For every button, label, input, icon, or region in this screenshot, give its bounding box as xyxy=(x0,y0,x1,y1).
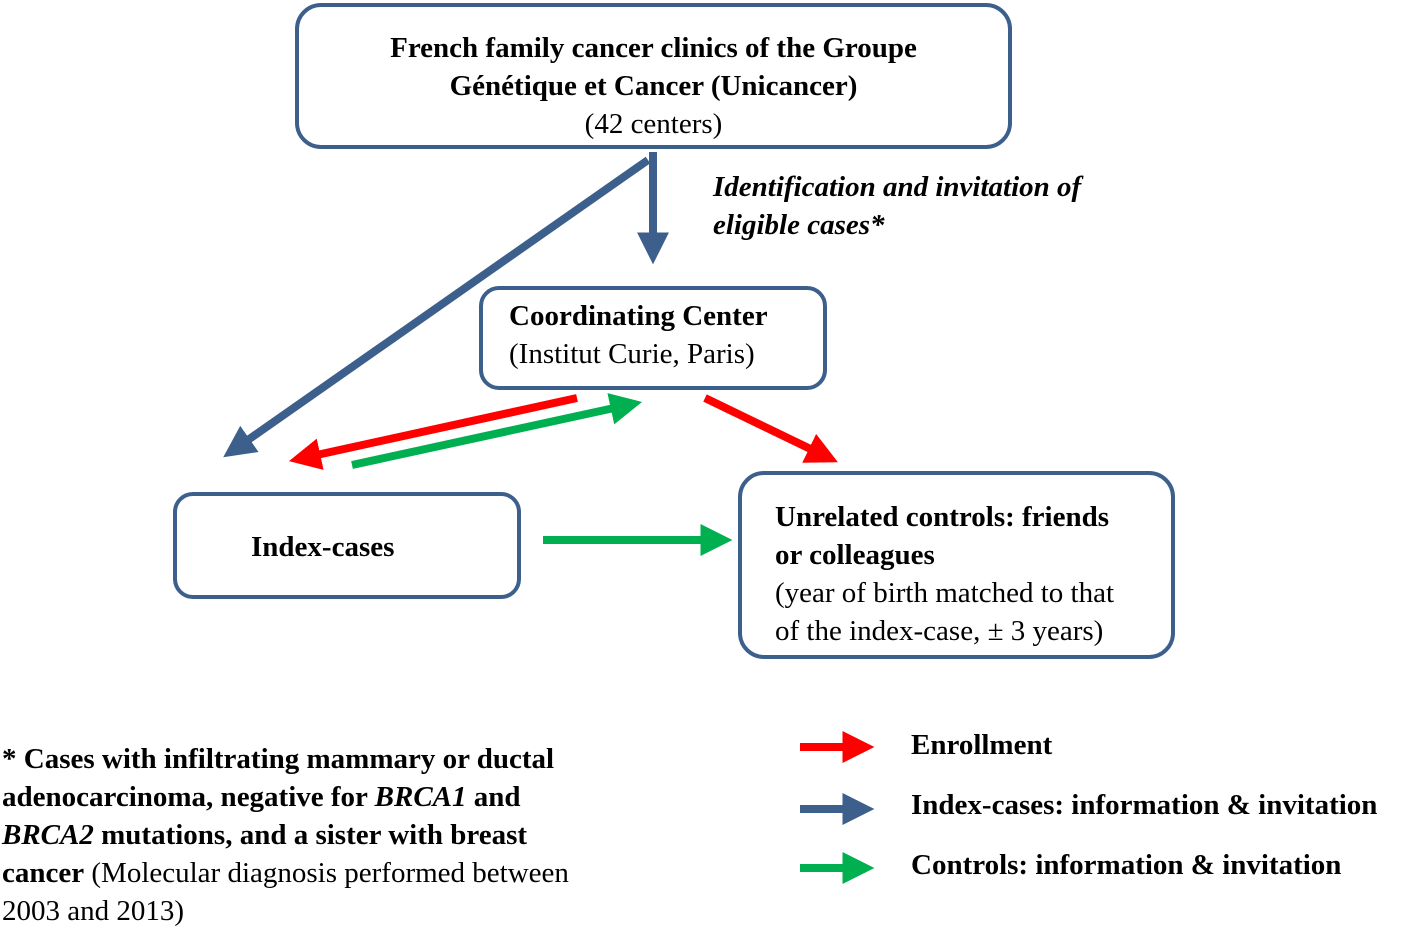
index-cases-box xyxy=(173,492,521,599)
top-box-line1: French family cancer clinics of the Grou… xyxy=(390,32,917,64)
footnote-line4a: cancer xyxy=(2,857,85,889)
coordinating-center-title: Coordinating Center xyxy=(509,300,768,332)
identification-line2: eligible cases* xyxy=(713,209,885,241)
footnote-line4: cancer (Molecular diagnosis performed be… xyxy=(2,854,569,892)
footnote-line3: BRCA2 mutations, and a sister with breas… xyxy=(2,816,527,854)
controls-box xyxy=(738,471,1175,659)
controls-line2: or colleagues xyxy=(775,539,935,571)
index-cases-label: Index-cases xyxy=(251,531,395,563)
controls-line1: Unrelated controls: friends xyxy=(775,501,1110,533)
footnote-line3b: mutations, and a sister with breast xyxy=(93,819,528,851)
top-box-line3: (42 centers) xyxy=(584,108,723,140)
coordinating-center-box xyxy=(479,286,827,390)
footnote-brca1: BRCA1 xyxy=(374,781,467,813)
footnote-brca2: BRCA2 xyxy=(2,819,94,851)
legend-label-controls: Controls: information & invitation xyxy=(911,849,1342,881)
arrow-coord-to-controls-enrollment xyxy=(703,394,838,463)
footnote-line2a: adenocarcinoma, negative for xyxy=(2,781,375,813)
arrow-index-to-coord-controls xyxy=(351,393,643,469)
top-box xyxy=(295,3,1012,149)
footnote-line2c: and xyxy=(466,781,521,813)
top-box-line2: Génétique et Cancer (Unicancer) xyxy=(449,70,858,102)
identification-line1: Identification and invitation of xyxy=(713,171,1082,203)
footnote-line1: * Cases with infiltrating mammary or duc… xyxy=(2,743,555,775)
footnote-line4b: (Molecular diagnosis performed between xyxy=(84,857,569,889)
controls-line3: (year of birth matched to that xyxy=(775,577,1115,609)
controls-line4: of the index-case, ± 3 years) xyxy=(775,615,1104,647)
legend-label-index: Index-cases: information & invitation xyxy=(911,789,1378,821)
legend-label-enrollment: Enrollment xyxy=(911,729,1053,761)
coordinating-center-location: (Institut Curie, Paris) xyxy=(509,338,755,370)
footnote-line2: adenocarcinoma, negative for BRCA1 and xyxy=(2,778,521,816)
arrow-top-to-index xyxy=(223,156,651,458)
footnote-line5: 2003 and 2013) xyxy=(2,895,185,927)
arrow-coord-to-index-enrollment xyxy=(288,394,578,470)
